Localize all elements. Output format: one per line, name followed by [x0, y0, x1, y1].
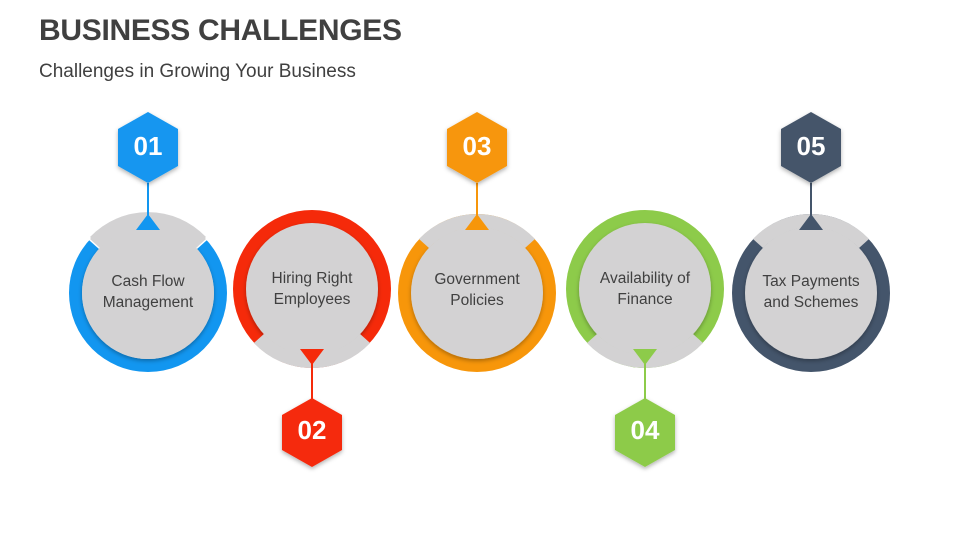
- arrow-up-icon: [799, 214, 823, 230]
- hexagon-badge-01: [118, 112, 178, 183]
- step-label-03: Government Policies: [417, 269, 537, 311]
- step-01: [69, 112, 227, 372]
- circle-05: [745, 227, 877, 359]
- step-label-01: Cash Flow Management: [88, 271, 208, 313]
- hexagon-badge-03: [447, 112, 507, 183]
- step-04: [566, 210, 724, 467]
- step-label-05: Tax Payments and Schemes: [751, 271, 871, 313]
- circle-02: [246, 223, 378, 355]
- circle-03: [411, 227, 543, 359]
- arrow-up-icon: [465, 214, 489, 230]
- label-line: Management: [102, 294, 194, 311]
- arrow-up-icon: [136, 214, 160, 230]
- step-number-04: 04: [630, 415, 660, 445]
- step-number-01: 01: [133, 131, 163, 161]
- step-number-05: 05: [796, 131, 826, 161]
- step-label-04: Availability of Finance: [585, 268, 705, 310]
- label-line: Hiring Right: [271, 270, 353, 287]
- step-02: [233, 210, 391, 467]
- label-line: Government: [434, 271, 520, 288]
- label-line: Policies: [450, 292, 504, 309]
- hexagon-badge-05: [781, 112, 841, 183]
- hexagon-badge-02: [282, 398, 342, 467]
- label-line: Availability of: [599, 270, 691, 287]
- circle-04: [579, 223, 711, 355]
- page-subtitle: Challenges in Growing Your Business: [39, 61, 356, 82]
- label-line: Tax Payments: [762, 273, 860, 290]
- step-05: [732, 112, 890, 372]
- label-line: Cash Flow: [111, 273, 185, 290]
- step-label-02: Hiring Right Employees: [252, 268, 372, 310]
- hexagon-badge-04: [615, 398, 675, 467]
- arrow-down-icon: [633, 349, 657, 365]
- page-title: BUSINESS CHALLENGES: [39, 14, 402, 47]
- step-03: [398, 112, 556, 372]
- label-line: Employees: [273, 291, 351, 308]
- step-number-02: 02: [297, 415, 327, 445]
- label-line: and Schemes: [763, 294, 859, 311]
- arrow-down-icon: [300, 349, 324, 365]
- step-number-03: 03: [462, 131, 492, 161]
- label-line: Finance: [617, 291, 673, 308]
